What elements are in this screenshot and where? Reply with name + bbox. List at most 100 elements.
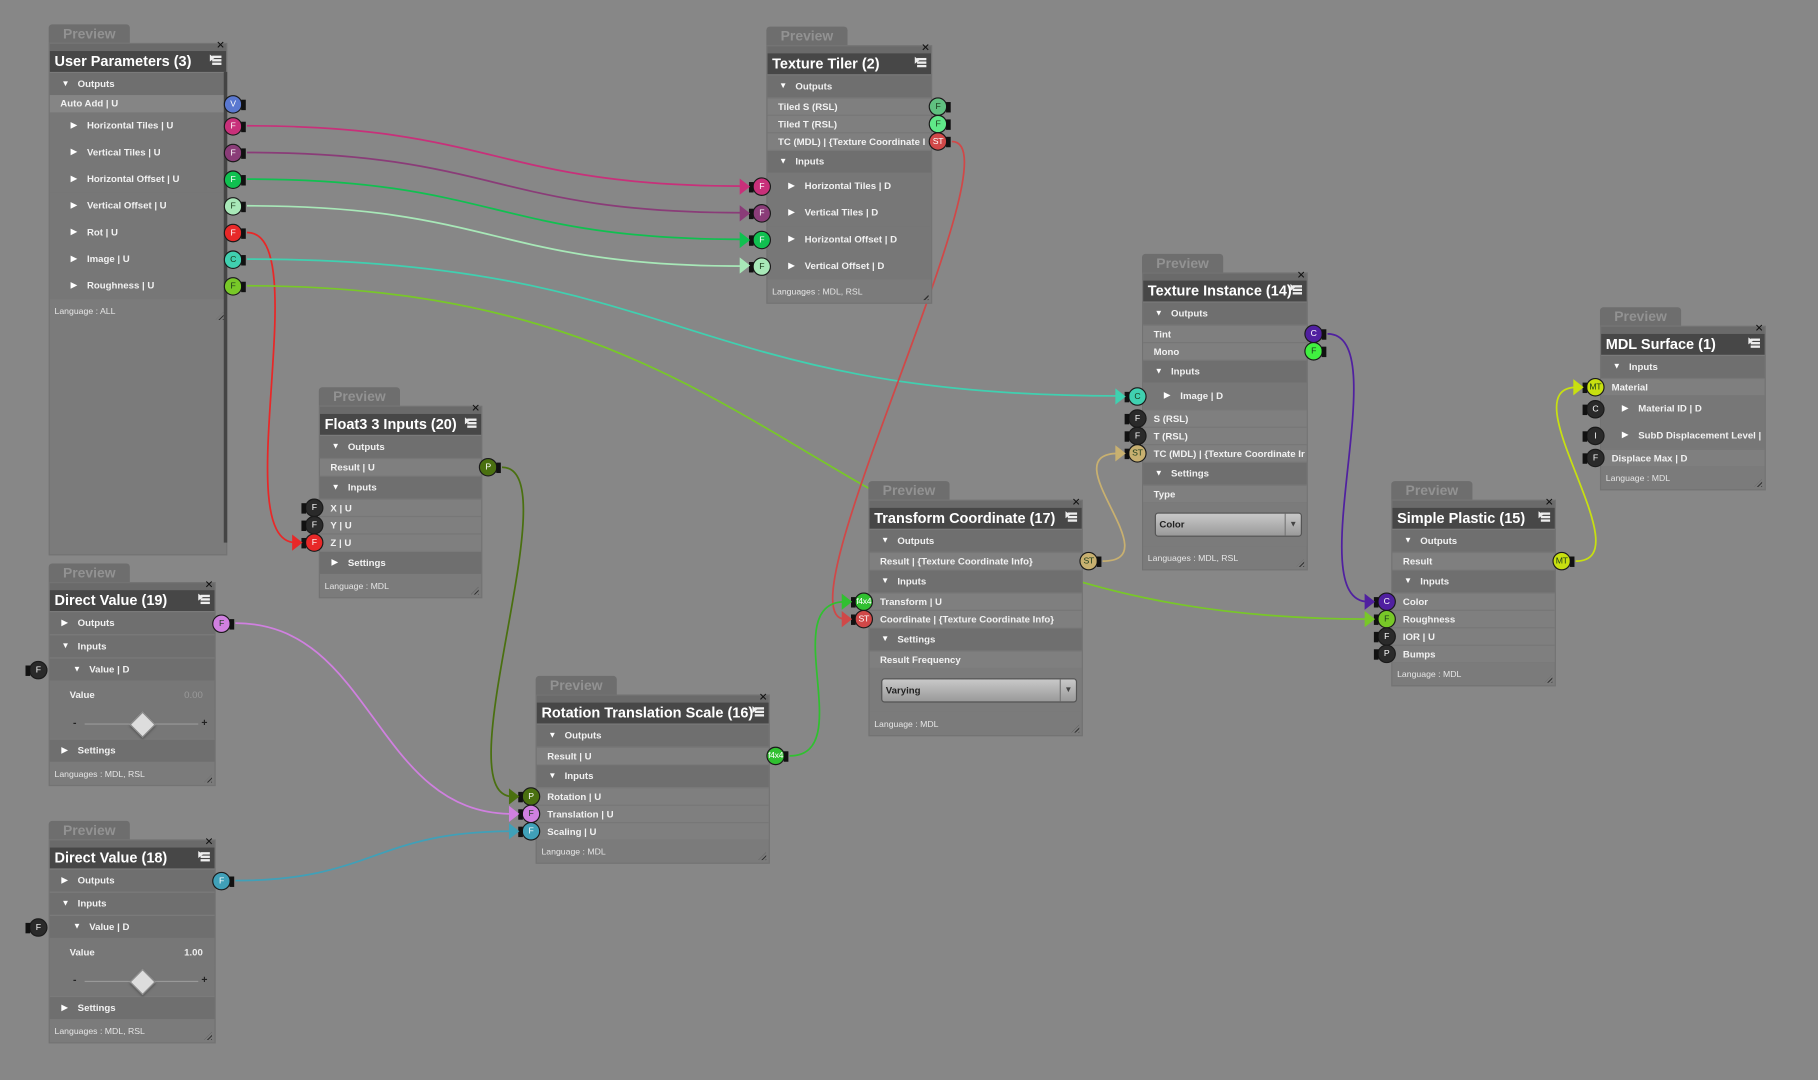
wire-up-voff-to-tt-voff[interactable]: [246, 204, 744, 267]
input-socket-ti-tc[interactable]: ST: [1124, 444, 1147, 463]
preview-tab[interactable]: Preview: [48, 820, 130, 840]
section-settings[interactable]: ▶Settings: [49, 739, 215, 762]
input-socket-tt-vtiles[interactable]: F: [748, 203, 772, 223]
input-socket-mdl-matid[interactable]: C: [1582, 399, 1605, 418]
preview-tab[interactable]: Preview: [48, 563, 130, 583]
input-socket-rts-trans[interactable]: F: [518, 804, 541, 824]
wire-up-htiles-to-tt-htiles[interactable]: [246, 124, 744, 187]
section-inputs[interactable]: ▼Inputs: [869, 570, 1082, 593]
input-socket-f3-z[interactable]: F: [301, 533, 324, 552]
close-icon[interactable]: ✕: [1296, 268, 1306, 281]
section-settings[interactable]: ▼Settings: [1143, 462, 1307, 485]
section-settings[interactable]: ▶Settings: [49, 997, 215, 1020]
close-icon[interactable]: ✕: [471, 402, 480, 414]
triangle-down-icon[interactable]: ▼: [779, 82, 788, 91]
wire-f3-result-to-rts-rot[interactable]: [490, 466, 525, 798]
triangle-right-icon[interactable]: ▶: [70, 201, 77, 210]
wire-ti-tint-to-sp-color[interactable]: [1327, 333, 1369, 603]
triangle-down-icon[interactable]: ▼: [548, 772, 557, 781]
section-inputs[interactable]: ▼Inputs: [49, 635, 215, 658]
output-socket-up-vtiles[interactable]: F: [223, 143, 246, 162]
resize-grip-icon[interactable]: [470, 586, 479, 595]
section-inputs[interactable]: ▼Inputs: [1143, 360, 1307, 383]
node-menu-icon[interactable]: [1748, 337, 1760, 351]
node-menu-icon[interactable]: [1290, 284, 1303, 297]
section-outputs[interactable]: ▼Outputs: [536, 724, 769, 747]
slider-thumb[interactable]: [129, 711, 156, 738]
wire-dv18-out-to-rts-scale[interactable]: [235, 830, 513, 882]
node-menu-icon[interactable]: [209, 54, 222, 68]
triangle-right-icon[interactable]: ▶: [70, 121, 77, 130]
slider-plus[interactable]: +: [201, 973, 208, 986]
slider-track[interactable]: [84, 711, 199, 738]
wire-tc-result-to-ti-tc[interactable]: [1095, 452, 1126, 563]
slider-minus[interactable]: -: [73, 716, 77, 729]
input-socket-tt-voff[interactable]: F: [748, 256, 772, 276]
triangle-right-icon[interactable]: ▶: [1622, 404, 1629, 413]
resize-grip-icon[interactable]: [1071, 724, 1080, 733]
preview-tab[interactable]: Preview: [868, 481, 950, 500]
output-socket-up-image[interactable]: C: [223, 249, 246, 269]
output-socket-sp-result[interactable]: MT: [1552, 551, 1575, 571]
input-socket-tt-hoff[interactable]: F: [748, 230, 772, 249]
close-icon[interactable]: ✕: [204, 835, 214, 848]
input-socket-dv19-in[interactable]: F: [25, 660, 48, 679]
triangle-right-icon[interactable]: ▶: [1622, 431, 1629, 440]
input-socket-rts-rot[interactable]: P: [518, 787, 541, 806]
resize-grip-icon[interactable]: [204, 1031, 213, 1040]
input-socket-f3-y[interactable]: F: [301, 515, 324, 535]
close-icon[interactable]: ✕: [1071, 496, 1081, 508]
preview-tab[interactable]: Preview: [1142, 253, 1224, 273]
output-socket-dv18-out[interactable]: F: [212, 871, 235, 890]
chevron-down-icon[interactable]: ▼: [1059, 679, 1076, 702]
triangle-down-icon[interactable]: ▼: [73, 922, 82, 931]
input-socket-f3-x[interactable]: F: [301, 498, 324, 518]
preview-tab[interactable]: Preview: [318, 387, 400, 406]
wire-up-rot-to-f3-z[interactable]: [246, 231, 296, 544]
triangle-right-icon[interactable]: ▶: [70, 148, 77, 157]
value-slider[interactable]: -+: [49, 965, 215, 996]
triangle-right-icon[interactable]: ▶: [1164, 391, 1171, 400]
section-outputs[interactable]: ▼Outputs: [1392, 529, 1555, 552]
triangle-down-icon[interactable]: ▼: [881, 536, 890, 545]
section-outputs[interactable]: ▼Outputs: [1143, 302, 1307, 325]
slider-track[interactable]: [84, 968, 199, 996]
slider-minus[interactable]: -: [73, 973, 77, 986]
section-outputs[interactable]: ▼Outputs: [49, 73, 227, 96]
node-menu-icon[interactable]: [198, 593, 210, 607]
resize-grip-icon[interactable]: [204, 774, 213, 783]
output-socket-f3-result[interactable]: P: [478, 457, 501, 477]
input-socket-tc-coord[interactable]: ST: [850, 609, 874, 629]
node-menu-icon[interactable]: [198, 850, 210, 864]
input-socket-mdl-subd[interactable]: I: [1582, 426, 1605, 445]
output-socket-up-voff[interactable]: F: [223, 196, 246, 216]
triangle-right-icon[interactable]: ▶: [61, 1004, 68, 1013]
triangle-down-icon[interactable]: ▼: [1612, 362, 1621, 372]
value-slider[interactable]: -+: [49, 708, 215, 739]
preview-tab[interactable]: Preview: [1391, 481, 1473, 500]
triangle-down-icon[interactable]: ▼: [61, 79, 70, 89]
node-menu-icon[interactable]: [1065, 511, 1078, 524]
wire-up-vtiles-to-tt-vtiles[interactable]: [246, 151, 744, 214]
triangle-down-icon[interactable]: ▼: [61, 899, 70, 908]
input-socket-tt-htiles[interactable]: F: [748, 176, 772, 196]
triangle-right-icon[interactable]: ▶: [331, 558, 338, 567]
close-icon[interactable]: ✕: [1754, 322, 1764, 334]
input-socket-sp-bumps[interactable]: P: [1373, 644, 1396, 664]
triangle-down-icon[interactable]: ▼: [1154, 367, 1163, 376]
triangle-down-icon[interactable]: ▼: [881, 577, 890, 586]
node-menu-icon[interactable]: [464, 417, 477, 431]
